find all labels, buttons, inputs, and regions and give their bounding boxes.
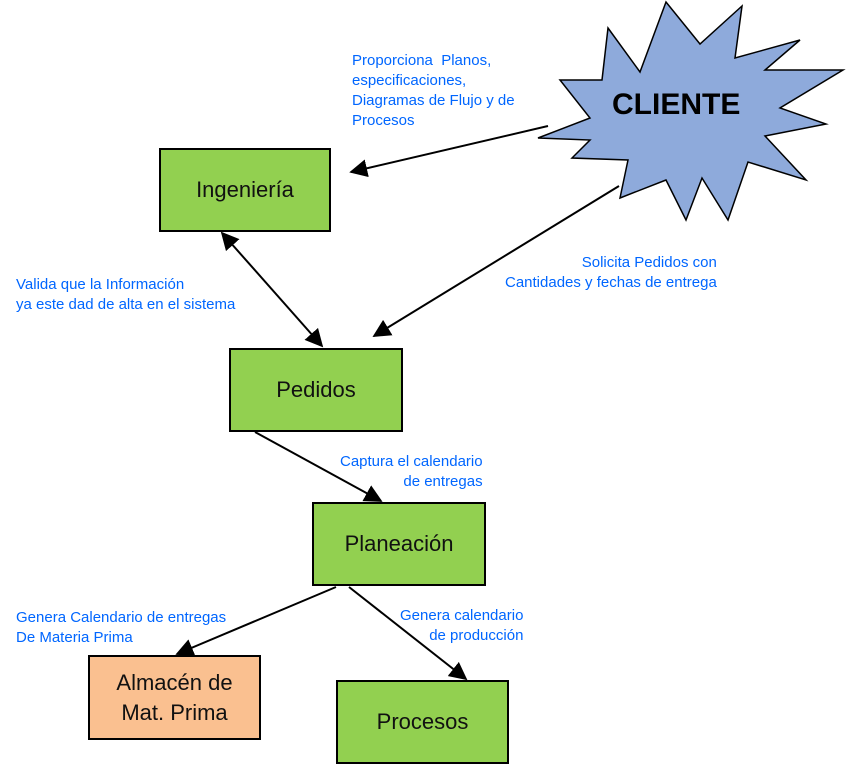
node-planeacion-label: Planeación: [344, 531, 454, 556]
node-procesos-label: Procesos: [376, 709, 469, 734]
node-procesos[interactable]: Procesos: [336, 680, 509, 764]
node-pedidos[interactable]: Pedidos: [229, 348, 403, 432]
edge-label-genera-produccion: Genera calendario de producción: [400, 607, 524, 644]
edge-ingenieria-pedidos: [220, 231, 324, 348]
edge-label-proporciona: Proporciona Planos, especificaciones, Di…: [352, 52, 515, 129]
node-ingenieria[interactable]: Ingeniería: [159, 148, 331, 232]
edge-planeacion-almacen: [175, 586, 337, 657]
cliente-starburst-shape[interactable]: [537, 0, 846, 222]
edge-cliente-ingenieria: [349, 125, 549, 178]
node-almacen-label: Almacén de Mat. Prima: [116, 669, 233, 725]
edge-label-genera-materia: Genera Calendario de entregas De Materia…: [16, 609, 227, 646]
edge-label-valida: Valida que la Información ya este dad de…: [16, 276, 236, 313]
node-planeacion[interactable]: Planeación: [312, 502, 486, 586]
edge-label-solicita: Solicita Pedidos con Cantidades y fechas…: [505, 254, 717, 291]
node-almacen[interactable]: Almacén de Mat. Prima: [88, 655, 261, 740]
edge-label-captura: Captura el calendario de entregas: [340, 453, 483, 490]
cliente-label: CLIENTE: [612, 88, 741, 121]
edge-planeacion-procesos: [348, 586, 468, 681]
edge-cliente-pedidos: [372, 185, 620, 337]
node-ingenieria-label: Ingeniería: [196, 177, 294, 202]
edge-pedidos-planeacion: [254, 431, 383, 502]
node-pedidos-label: Pedidos: [276, 377, 356, 402]
